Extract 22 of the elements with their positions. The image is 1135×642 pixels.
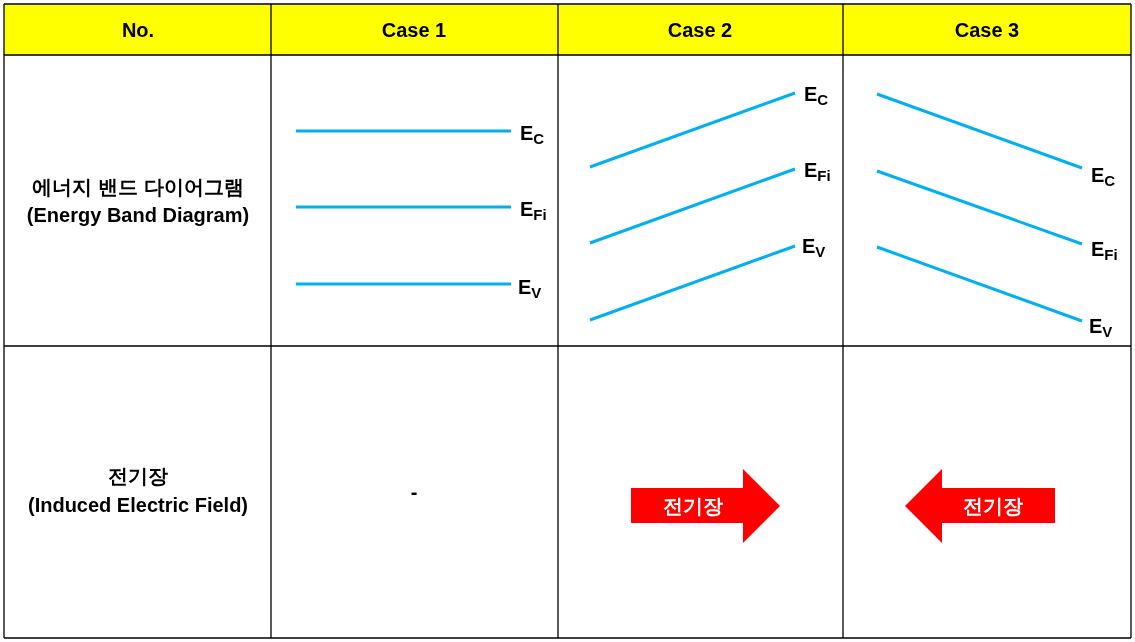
field-arrow xyxy=(905,469,1055,543)
band-label: E$_{Fi}$ xyxy=(1091,236,1118,262)
field-arrow xyxy=(631,469,780,543)
column-header: Case 2 xyxy=(667,17,733,43)
row-label: (Induced Electric Field) xyxy=(28,492,248,518)
band-label: E$_{C}$ xyxy=(520,120,545,146)
band-label: E$_{V}$ xyxy=(802,233,826,259)
column-header: Case 1 xyxy=(381,17,447,43)
row-label: 전기장 xyxy=(108,463,168,489)
arrow-text: 전기장 xyxy=(663,494,723,519)
column-header: Case 3 xyxy=(954,17,1020,43)
row-label: - xyxy=(410,479,418,505)
band-label: E$_{Fi}$ xyxy=(804,157,831,183)
row-label: (Energy Band Diagram) xyxy=(26,202,250,228)
row-label: 에너지 밴드 다이어그램 xyxy=(32,174,244,200)
band-label: E$_{C}$ xyxy=(1091,162,1116,188)
band-label: E$_{C}$ xyxy=(804,81,829,107)
band-label: E$_{V}$ xyxy=(1089,313,1113,339)
arrow-text: 전기장 xyxy=(963,494,1023,519)
column-header: No. xyxy=(121,17,155,43)
band-label: E$_{V}$ xyxy=(518,274,542,300)
band-label: E$_{Fi}$ xyxy=(520,196,547,222)
